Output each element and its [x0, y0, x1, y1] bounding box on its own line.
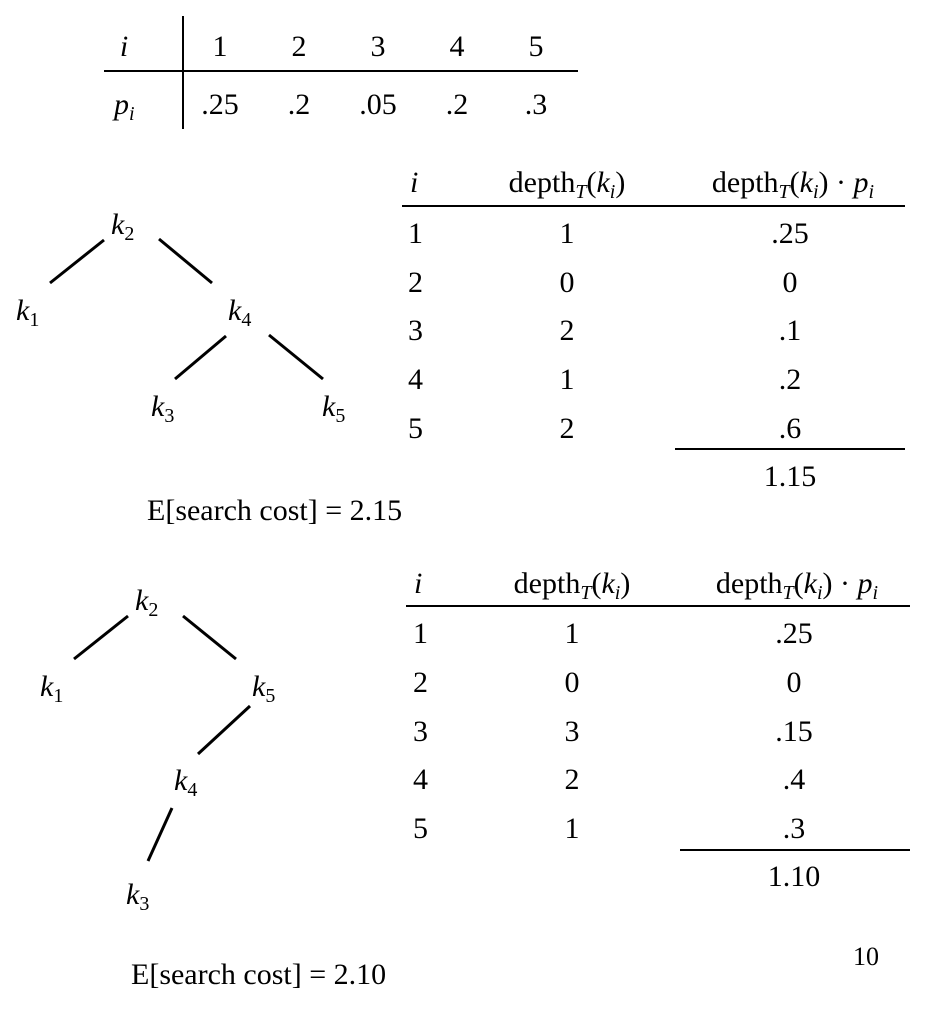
tree1-node: k4 [228, 294, 252, 331]
table1-cell-product: .6 [778, 412, 802, 445]
tree1-edge [158, 237, 213, 285]
table2-cell-product: .3 [782, 812, 806, 845]
table2-cell-product: .4 [782, 763, 806, 796]
table1-col-i: i [410, 166, 419, 199]
prob-value: .2 [445, 88, 469, 121]
tree1-expected-cost: E[search cost] = 2.15 [147, 494, 403, 527]
tree1-node: k3 [151, 390, 175, 427]
table1-cell-depth: 0 [559, 266, 575, 299]
table2-cell-product: .25 [775, 617, 813, 650]
tree2-node: k1 [40, 670, 64, 707]
tree1-edges [49, 237, 324, 381]
table1-col-depth: depthT(ki) [508, 166, 626, 203]
tree2-edge [182, 614, 237, 661]
prob-index: 5 [528, 30, 544, 63]
prob-index: 4 [449, 30, 465, 63]
table2-cell-i: 4 [413, 763, 428, 796]
tree2-edge [73, 614, 129, 661]
tree1-node: k1 [16, 294, 40, 331]
table2-total: 1.10 [767, 860, 821, 893]
table1-col-product: depthT(ki) · pi [711, 166, 875, 203]
table2-cell-product: 0 [786, 666, 802, 699]
table2-cell-depth: 0 [564, 666, 580, 699]
table2-col-product: depthT(ki) · pi [715, 567, 879, 604]
tree2-expected-cost: E[search cost] = 2.10 [131, 958, 387, 991]
table2-cell-i: 3 [413, 715, 428, 748]
prob-table-rule [104, 70, 578, 72]
table1-cell-i: 3 [408, 314, 423, 347]
table1-cell-depth: 2 [559, 412, 575, 445]
prob-value: .05 [359, 88, 397, 121]
prob-table-i-label: i [119, 30, 129, 63]
table1-cell-product: 0 [782, 266, 798, 299]
prob-table-divider [182, 16, 184, 129]
table1-cell-depth: 1 [559, 217, 575, 250]
table1-sum-rule [675, 448, 905, 450]
table2-cell-depth: 1 [564, 617, 580, 650]
table2-col-depth: depthT(ki) [513, 567, 631, 604]
tree2-edges [73, 614, 252, 862]
table1-total: 1.15 [763, 460, 817, 493]
table2-cell-product: .15 [775, 715, 813, 748]
table2-cell-i: 2 [413, 666, 428, 699]
table1-header-rule [402, 205, 905, 207]
tree2-edge [196, 704, 252, 756]
tree1-node: k2 [111, 208, 135, 245]
table1-cell-i: 5 [408, 412, 423, 445]
prob-value: .2 [287, 88, 311, 121]
tree2-node: k2 [135, 584, 159, 621]
table1-cell-depth: 1 [559, 363, 575, 396]
table2-col-i: i [414, 567, 423, 600]
table2-cell-depth: 1 [564, 812, 580, 845]
table1-cell-product: .1 [778, 314, 802, 347]
prob-index: 1 [212, 30, 228, 63]
page-number: 10 [853, 942, 879, 971]
table2-sum-rule [680, 849, 910, 851]
tree1-node: k5 [322, 390, 346, 427]
table2-cell-i: 1 [413, 617, 428, 650]
table1-cell-i: 4 [408, 363, 423, 396]
prob-index: 2 [291, 30, 307, 63]
tree1-edge [174, 334, 227, 381]
table2-cell-i: 5 [413, 812, 428, 845]
table1-cell-product: .2 [778, 363, 802, 396]
table2-cell-depth: 2 [564, 763, 580, 796]
tree2-node: k5 [252, 670, 276, 707]
prob-value: .3 [524, 88, 548, 121]
tree1-edge [268, 333, 324, 381]
table2-header-rule [406, 605, 910, 607]
prob-value: .25 [201, 88, 239, 121]
table1-cell-i: 2 [408, 266, 423, 299]
tree2-node: k3 [126, 878, 150, 915]
tree1-edge [49, 238, 105, 285]
tree2-edge [146, 807, 174, 862]
prob-index: 3 [370, 30, 386, 63]
tree2-node: k4 [174, 764, 198, 801]
table2-cell-depth: 3 [564, 715, 580, 748]
prob-table-p-label: pi [114, 88, 135, 125]
table1-cell-i: 1 [408, 217, 423, 250]
table1-cell-depth: 2 [559, 314, 575, 347]
table1-cell-product: .25 [771, 217, 809, 250]
